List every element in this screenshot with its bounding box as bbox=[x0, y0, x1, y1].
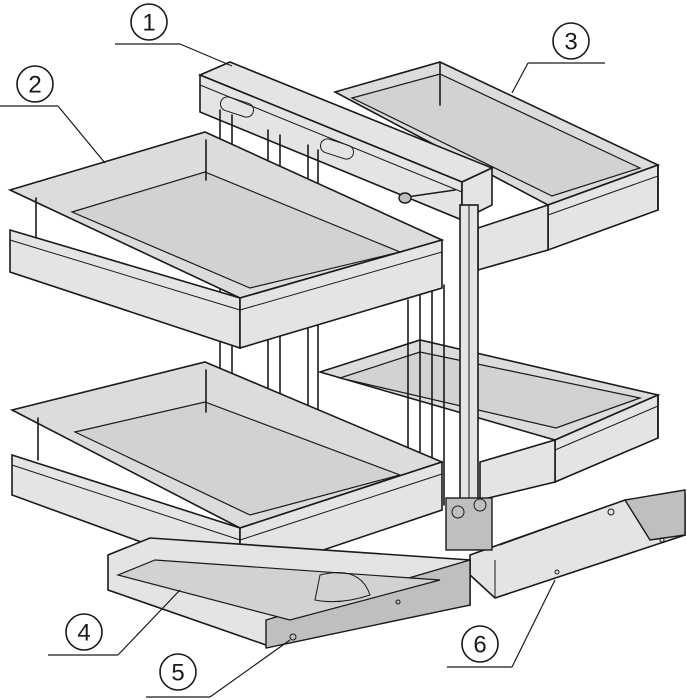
right-top-tray bbox=[332, 61, 661, 272]
callout-4-label: 4 bbox=[77, 620, 90, 647]
callout-5: 5 bbox=[159, 653, 197, 691]
callout-6-label: 6 bbox=[473, 632, 486, 659]
right-bottom-tray bbox=[317, 339, 661, 502]
callout-2: 2 bbox=[16, 65, 54, 103]
callout-1: 1 bbox=[130, 3, 168, 41]
callout-2-label: 2 bbox=[28, 72, 41, 99]
callout-6: 6 bbox=[461, 625, 499, 663]
left-top-tray bbox=[7, 131, 445, 350]
callout-3-label: 3 bbox=[564, 29, 577, 56]
callout-4: 4 bbox=[65, 613, 103, 651]
callout-1-label: 1 bbox=[142, 10, 155, 37]
leader-lines bbox=[0, 43, 605, 698]
left-base-frame bbox=[107, 497, 493, 649]
callout-5-label: 5 bbox=[171, 660, 184, 687]
right-base-rail bbox=[469, 489, 686, 599]
callout-3: 3 bbox=[552, 22, 590, 60]
